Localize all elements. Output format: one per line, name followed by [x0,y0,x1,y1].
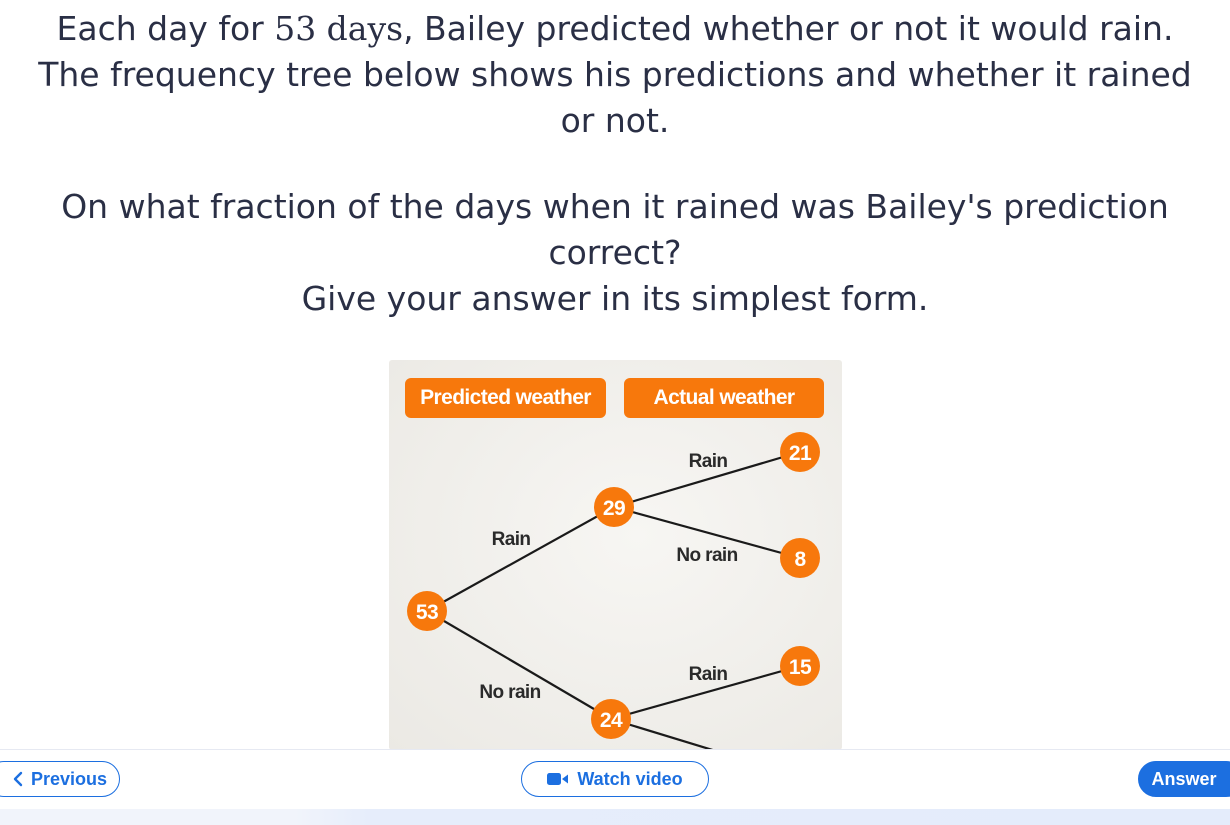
question-line-6: Give your answer in its simplest form. [301,279,929,318]
node-root: 53 [407,591,447,631]
previous-button[interactable]: Previous [0,761,120,797]
node-rain-actual-no-rain: 8 [780,538,820,578]
label-norain-actual-rain: Rain [689,664,728,685]
watch-video-label: Watch video [577,768,683,789]
node-predicted-no-rain: 24 [591,699,631,739]
question-line-5: correct? [548,233,682,272]
svg-text:53: 53 [416,601,438,624]
question-line-4: On what fraction of the days when it rai… [61,187,1169,226]
svg-text:21: 21 [789,442,812,465]
branch-root-rain [426,506,615,612]
question-line-1: Each day for 53 days, Bailey predicted w… [56,9,1174,48]
actual-weather-header: Actual weather [624,378,824,418]
svg-text:24: 24 [600,709,623,732]
branch-root-norain [426,610,612,720]
svg-text:8: 8 [794,548,806,571]
frequency-tree: Predicted weather Actual weather 53 29 2… [389,360,842,750]
svg-text:29: 29 [603,497,625,520]
label-rain-actual-no-rain: No rain [676,545,737,566]
math-days: 53 days [274,9,404,48]
label-predicted-rain: Rain [492,529,531,550]
branch-rain-rain [613,450,801,509]
video-camera-icon [547,772,569,786]
question-line-3: or not. [560,101,670,140]
node-rain-actual-rain: 21 [780,432,820,472]
branch-rain-norain [613,505,801,560]
bottom-nav-bar: Previous Watch video Answer [0,749,1230,810]
answer-button[interactable]: Answer [1138,761,1230,797]
predicted-weather-header: Predicted weather [405,378,606,418]
question-line-2: The frequency tree below shows his predi… [38,55,1192,94]
node-norain-actual-rain: 15 [780,646,820,686]
chevron-left-icon [13,771,23,787]
svg-text:15: 15 [789,656,812,679]
answer-label: Answer [1151,768,1217,789]
branch-norain-rain [610,664,801,721]
node-predicted-rain: 29 [594,487,634,527]
question-text: Each day for 53 days, Bailey predicted w… [0,6,1230,322]
watch-video-button[interactable]: Watch video [521,761,709,797]
label-predicted-no-rain: No rain [479,682,540,703]
bottom-strip [0,809,1230,825]
label-rain-actual-rain: Rain [689,451,728,472]
tree-svg: 53 29 24 21 8 15 Rain No rain Rain No ra… [407,432,820,750]
previous-label: Previous [30,768,108,789]
